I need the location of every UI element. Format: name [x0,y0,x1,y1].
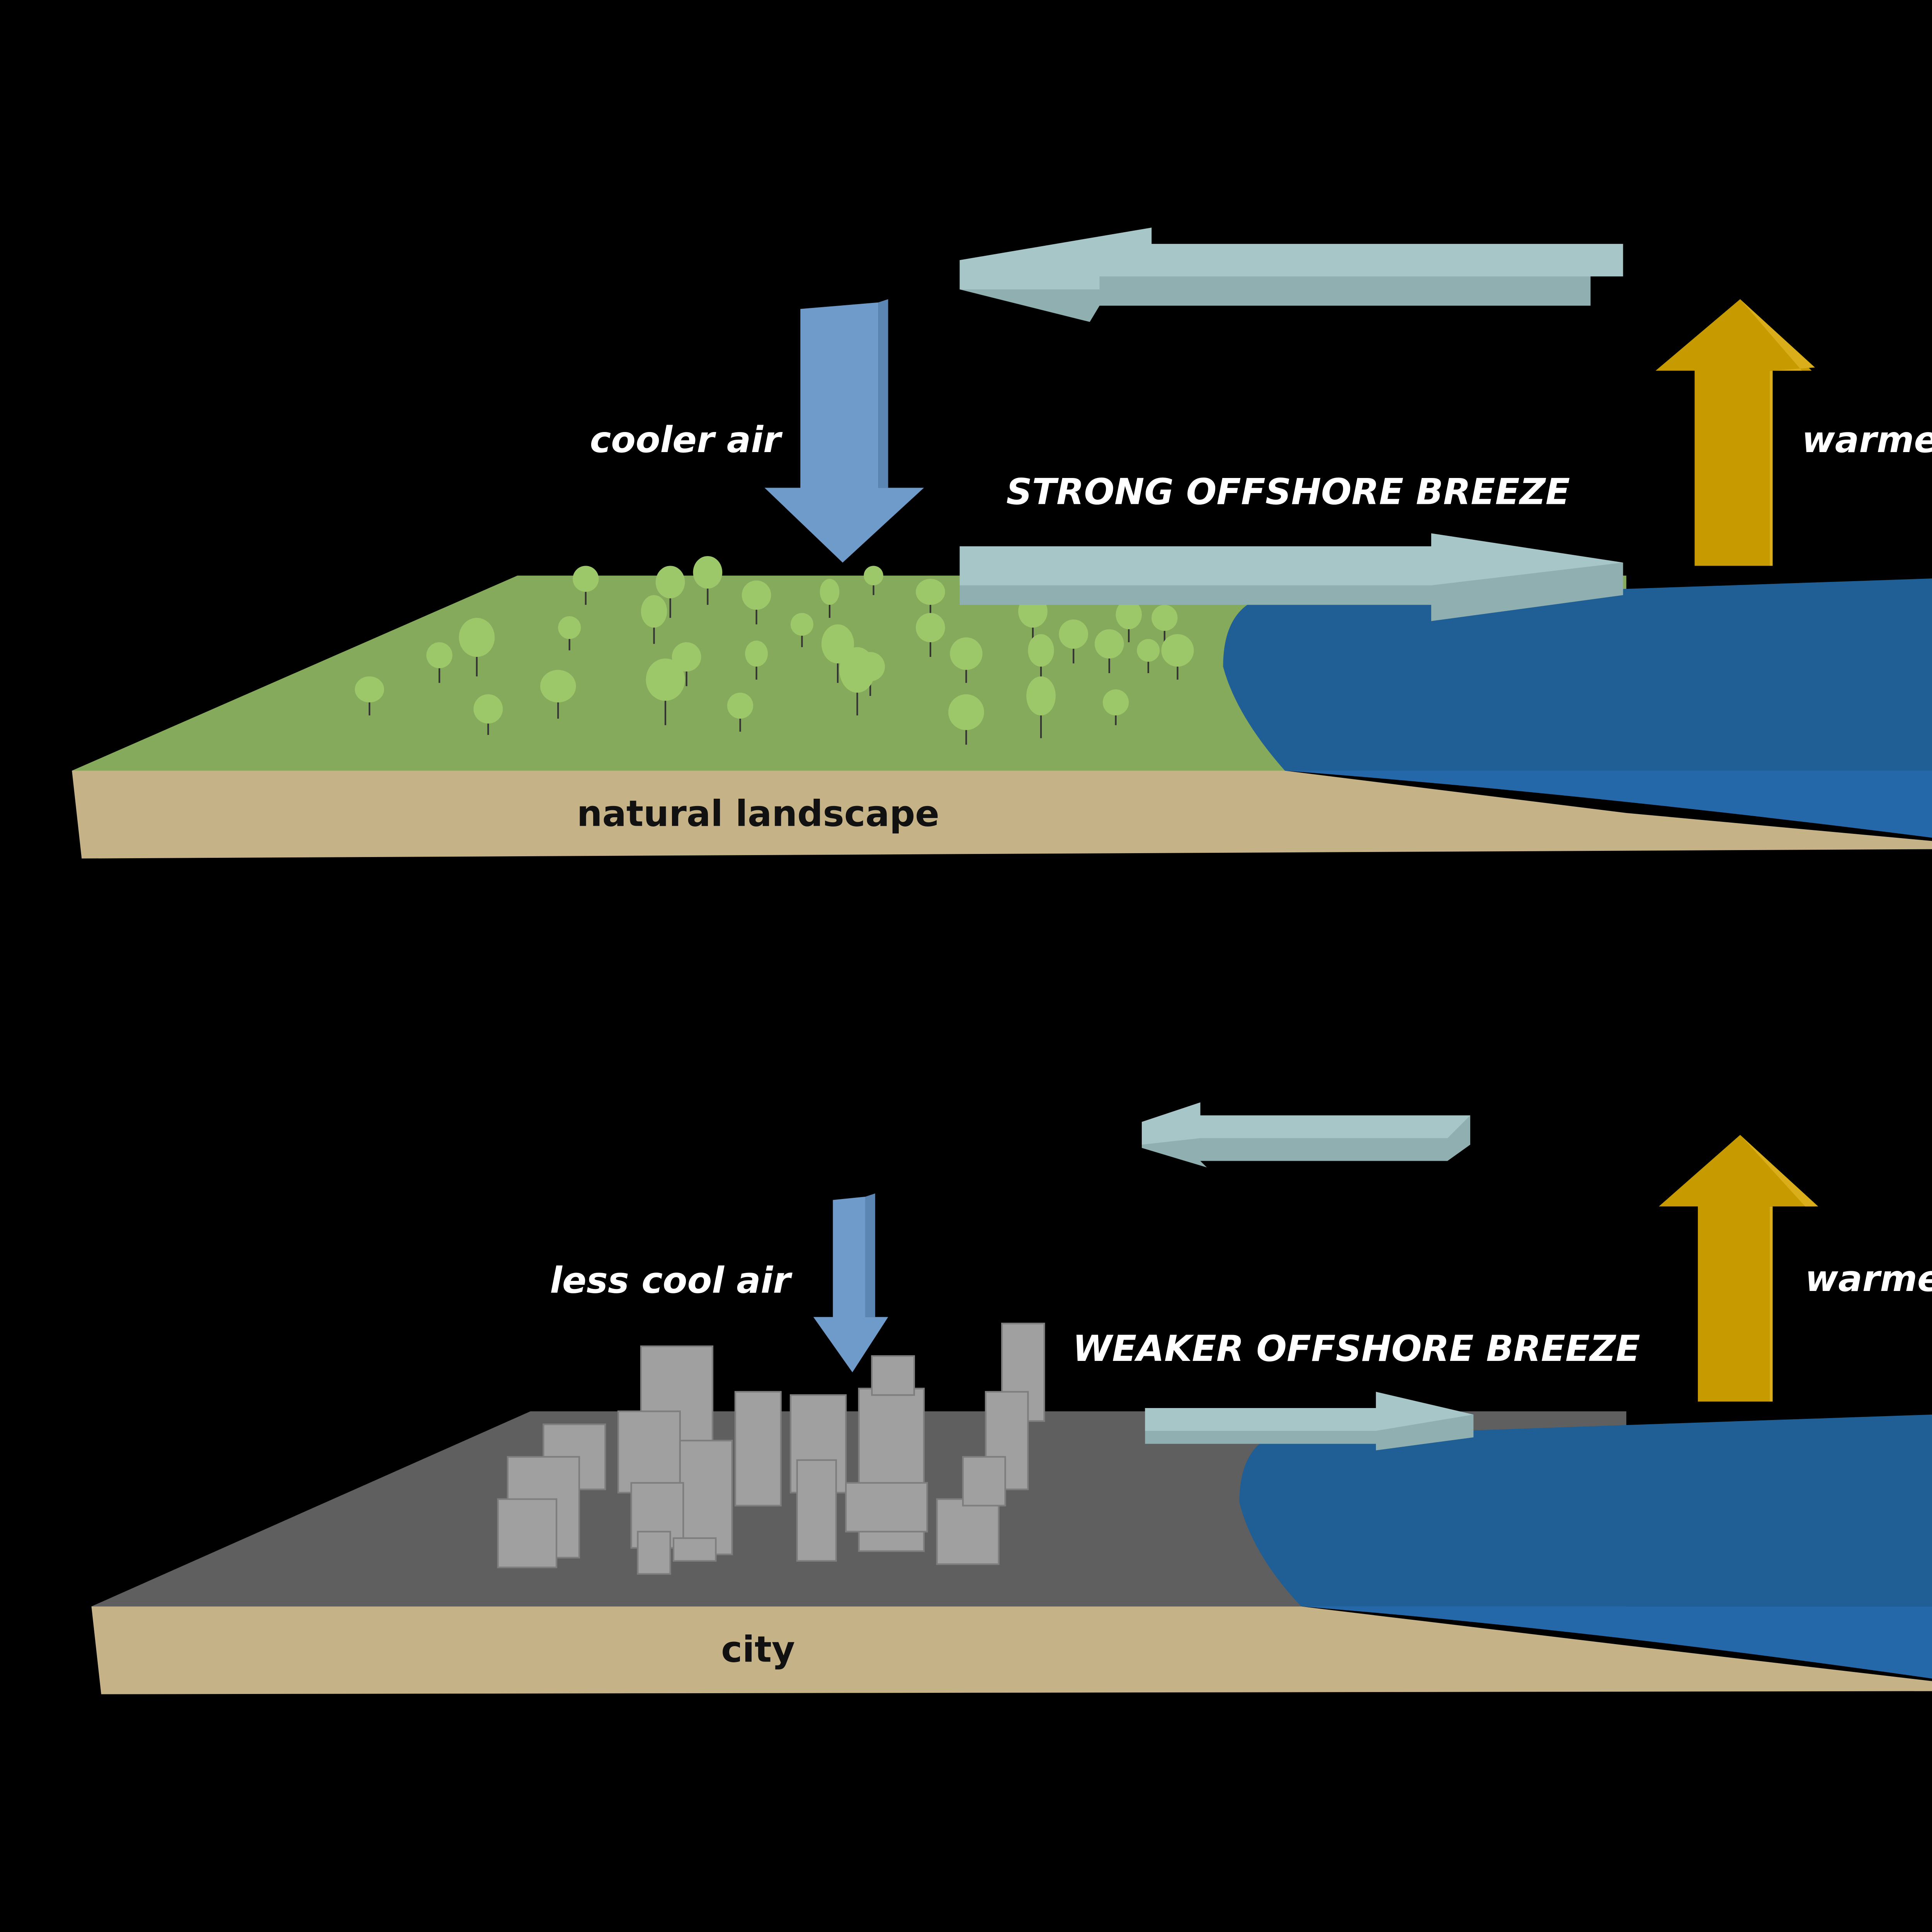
tree [916,613,945,657]
breeze-label: WEAKER OFFSHORE BREEZE [1073,1328,1640,1369]
return-breeze-arrow [1141,1102,1470,1168]
breeze-label: STRONG OFFSHORE BREEZE [1006,471,1570,512]
surface-label: city [721,1628,795,1670]
sink-label: less cool air [550,1259,793,1301]
warm-air-arrow-up [1659,1135,1818,1402]
tree [693,556,723,605]
tree [641,595,667,644]
tree [540,670,576,719]
tree [1116,600,1142,643]
offshore-breeze-arrow [1145,1391,1474,1451]
soil-side [91,1606,1932,1694]
building [679,1440,733,1555]
tree [1059,619,1088,663]
tree [473,694,503,735]
water-side [1301,1606,1932,1679]
tree [950,637,983,683]
tree [1094,629,1124,673]
tree [1161,634,1194,680]
cool-air-arrow-down [764,299,924,563]
return-breeze-arrow [959,228,1623,322]
warm-air-arrow-up [1655,299,1815,566]
tree [839,647,875,716]
panel-city: less cool air WEAKER OFFSHORE BREEZE war… [91,1102,1932,1694]
water-surface [1239,1414,1932,1607]
building [734,1391,782,1507]
buildings [497,1323,1045,1575]
tree [459,618,495,677]
tree [791,613,813,647]
tree [672,642,701,686]
building [672,1537,717,1562]
tree [646,658,685,725]
building [871,1355,915,1396]
soil-side [72,770,1932,859]
tree [745,640,768,680]
tree [558,616,581,651]
building [936,1498,1000,1565]
panel-natural: cooler air STRONG OFFSHORE BREEZE warmer… [72,228,1932,859]
rise-label: warmer air [1805,1258,1932,1299]
tree [1137,639,1160,673]
tree [1102,689,1129,725]
tree [864,566,883,595]
building [617,1410,681,1493]
rise-label: warmer air [1802,419,1932,461]
tree [727,692,753,732]
tree [655,566,685,618]
building [845,1482,928,1532]
surface-label: natural landscape [577,793,939,835]
sink-label: cooler air [590,419,783,461]
building [637,1531,671,1575]
tree [820,579,840,618]
tree [355,676,384,716]
tree [573,566,599,605]
cool-air-arrow-down [813,1193,888,1372]
building [796,1459,837,1562]
tree [948,694,984,745]
water-surface [1223,578,1932,771]
water-side [1285,770,1932,838]
building [962,1456,1006,1507]
building [497,1498,558,1568]
tree [742,580,771,624]
tree [426,642,452,683]
offshore-breeze-arrow [959,533,1623,621]
tree [1026,676,1056,738]
trees [355,556,1194,745]
